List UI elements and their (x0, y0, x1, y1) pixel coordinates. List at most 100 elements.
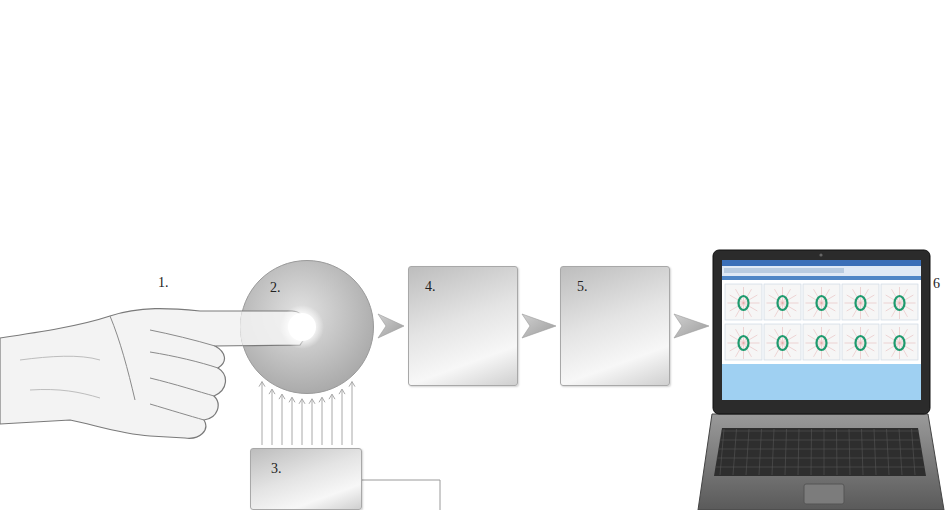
svg-part (292, 397, 293, 445)
svg-part (819, 253, 822, 256)
svg-part (764, 324, 801, 360)
svg-part (824, 429, 825, 475)
flow-arrow (674, 314, 709, 338)
svg-part (299, 399, 305, 404)
svg-part (895, 336, 905, 350)
callout-number: 4. (425, 279, 436, 294)
svg-part (842, 324, 879, 360)
svg-part (847, 335, 875, 351)
svg-part (804, 484, 844, 504)
svg-part (881, 284, 918, 320)
process-box: 4. (408, 266, 518, 386)
svg-part (322, 397, 323, 445)
svg-part (808, 295, 836, 311)
svg-part (713, 250, 930, 414)
svg-part (714, 428, 926, 476)
svg-part (778, 296, 788, 310)
callout-number: 3. (271, 461, 282, 476)
hand-detail (110, 316, 218, 420)
svg-part (769, 335, 797, 351)
svg-part (886, 335, 914, 351)
svg-part (718, 449, 922, 450)
svg-part (803, 284, 840, 320)
svg-part (725, 324, 762, 360)
svg-part (319, 397, 325, 402)
callout-number: 1. (158, 275, 169, 290)
svg-part (720, 429, 724, 475)
svg-part (282, 394, 283, 445)
svg-part (725, 284, 762, 320)
svg-part (836, 429, 838, 475)
svg-part (881, 324, 918, 360)
svg-part (847, 295, 875, 311)
svg-part (772, 429, 774, 475)
svg-part (862, 429, 864, 475)
svg-part (811, 429, 813, 475)
svg-part (280, 305, 324, 349)
source-box: 3. (250, 448, 362, 510)
svg-part (817, 336, 827, 350)
laptop: 6 (708, 248, 945, 510)
svg-part (764, 284, 801, 320)
hand-shading (20, 356, 100, 398)
svg-part (886, 295, 914, 311)
svg-part (269, 389, 275, 394)
svg-part (717, 458, 924, 459)
callout-number: 6 (933, 276, 940, 291)
svg-part (722, 280, 921, 364)
wire (362, 480, 440, 510)
svg-part (312, 399, 313, 445)
svg-part (378, 314, 404, 338)
svg-part (849, 429, 850, 475)
svg-part (899, 429, 902, 475)
svg-part (759, 429, 762, 475)
svg-part (856, 296, 866, 310)
flow-arrow (522, 314, 556, 338)
svg-part (674, 314, 709, 338)
svg-part (722, 276, 921, 280)
svg-part (720, 440, 921, 441)
svg-part (739, 336, 749, 350)
svg-part (887, 429, 890, 475)
svg-part (808, 335, 836, 351)
svg-part (739, 296, 749, 310)
svg-part (730, 335, 758, 351)
svg-part (279, 394, 285, 399)
flow-arrow (378, 314, 404, 338)
svg-part (722, 260, 921, 266)
svg-part (746, 429, 749, 475)
svg-part (722, 266, 921, 276)
svg-part (730, 295, 758, 311)
svg-part (785, 429, 787, 475)
svg-part (329, 394, 335, 399)
svg-part (722, 260, 921, 400)
svg-part (289, 397, 295, 402)
svg-part (302, 399, 303, 445)
callout-number: 2. (270, 280, 281, 295)
svg-part (339, 389, 345, 394)
svg-part (272, 389, 273, 445)
svg-part (349, 382, 355, 387)
svg-part (342, 389, 343, 445)
svg-part (803, 324, 840, 360)
svg-part (259, 382, 265, 387)
svg-part (291, 316, 313, 338)
disc-shape (240, 260, 374, 394)
svg-part (856, 336, 866, 350)
svg-part (895, 296, 905, 310)
svg-part (817, 296, 827, 310)
svg-part (262, 382, 263, 445)
svg-part (769, 295, 797, 311)
svg-part (842, 284, 879, 320)
svg-part (733, 429, 737, 475)
laptop-shape (708, 248, 945, 510)
svg-part (352, 382, 353, 445)
callout-number: 5. (577, 279, 588, 294)
svg-part (698, 414, 944, 510)
svg-part (721, 431, 919, 432)
svg-part (522, 314, 556, 338)
svg-part (798, 429, 799, 475)
svg-part (309, 399, 315, 404)
svg-part (332, 394, 333, 445)
